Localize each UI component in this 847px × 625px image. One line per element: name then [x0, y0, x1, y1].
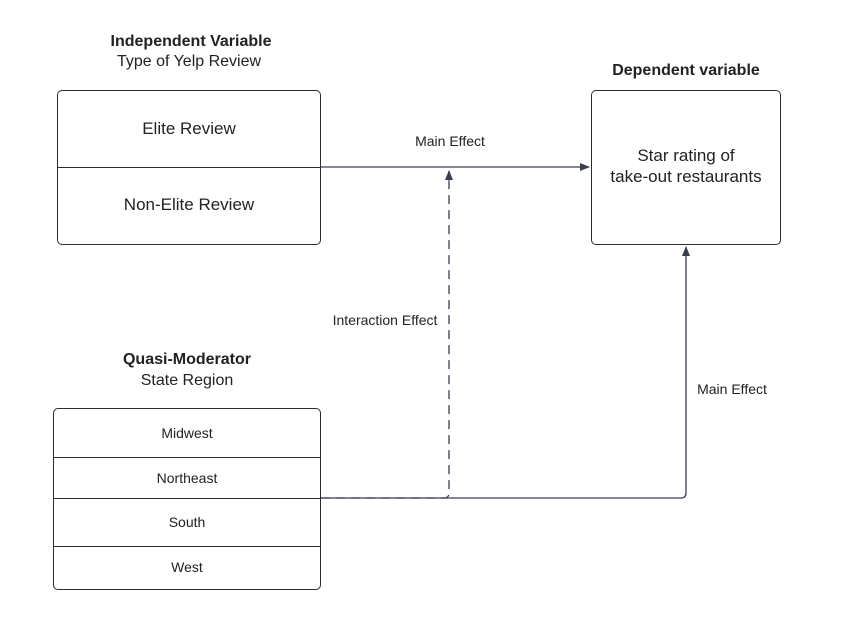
dv-text: Star rating of take-out restaurants	[592, 91, 780, 244]
interaction-effect-arrow	[321, 170, 453, 499]
iv-row-elite-review: Elite Review	[142, 119, 236, 138]
dependent-variable-box: Star rating of take-out restaurants	[591, 90, 781, 245]
iv-divider	[58, 167, 320, 168]
dv-line-2: take-out restaurants	[610, 166, 762, 186]
independent-variable-box: Elite Review Non-Elite Review	[57, 90, 321, 245]
main-effect-label-right: Main Effect	[697, 381, 767, 397]
independent-variable-subtitle: Type of Yelp Review	[116, 53, 262, 70]
interaction-effect-label: Interaction Effect	[332, 312, 438, 328]
moderator-title: Quasi-Moderator	[122, 351, 251, 368]
moderator-subtitle: State Region	[140, 372, 234, 389]
moderator-divider-3	[54, 546, 320, 547]
dependent-variable-title: Dependent variable	[612, 62, 760, 79]
independent-variable-title: Independent Variable	[110, 33, 272, 50]
moderator-row-midwest: Midwest	[161, 425, 213, 441]
moderator-divider-1	[54, 457, 320, 458]
moderator-row-south: South	[168, 514, 206, 530]
iv-row-non-elite-review: Non-Elite Review	[123, 195, 255, 214]
moderator-main-effect-arrow	[321, 246, 690, 499]
moderator-row-northeast: Northeast	[156, 469, 218, 486]
main-effect-label-top: Main Effect	[415, 133, 485, 149]
dv-line-1: Star rating of	[637, 145, 735, 165]
moderator-divider-2	[54, 498, 320, 499]
moderator-box: Midwest Northeast South West	[53, 408, 321, 590]
moderator-row-west: West	[171, 559, 203, 575]
